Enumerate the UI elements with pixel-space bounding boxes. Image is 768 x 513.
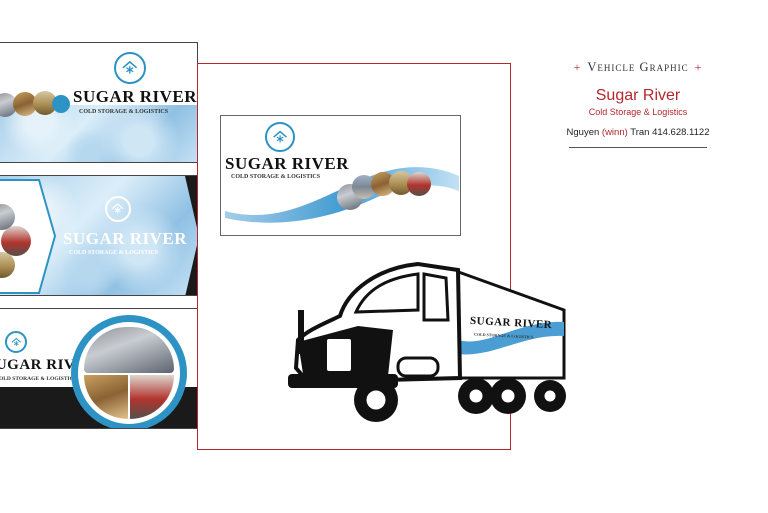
truck-illustration (288, 261, 566, 422)
ice-texture (0, 105, 197, 162)
plus-ornament-icon: + (694, 60, 703, 74)
brand-name: SUGAR RIVER (225, 154, 350, 173)
design-option-center: SUGAR RIVER COLD STORAGE & LOGISTICS (220, 115, 461, 236)
logo-badge (105, 196, 131, 222)
brand-name: SUGAR RIVER (63, 229, 188, 248)
photo-warehouse (0, 204, 15, 230)
design-option-2: SUGAR RIVER COLD STORAGE & LOGISTICS (0, 175, 198, 296)
fuel-tank (396, 356, 440, 378)
grille (325, 337, 353, 373)
logo-badge (265, 122, 295, 152)
logo-badge (5, 331, 27, 353)
snowflake-house-icon (112, 203, 124, 214)
accent-circle (52, 95, 70, 113)
snowflake-house-icon (122, 61, 138, 74)
header-subtitle: Cold Storage & Logistics (588, 107, 688, 117)
photo-field (0, 252, 15, 278)
header-brand: Sugar River (595, 87, 681, 104)
vehicle-graphic-title: + Vehicle Graphic + (558, 60, 718, 75)
brand-tagline: COLD STORAGE & LOGISTICS (231, 174, 321, 180)
windshield (353, 272, 420, 314)
trailer-wave (458, 321, 564, 355)
side-window (422, 272, 450, 322)
logo-badge (114, 52, 146, 84)
brand-tagline: COLD STORAGE & LOGISTICS (69, 250, 159, 256)
design-option-3: SUGAR RIVER COLD STORAGE & LOGISTICS (0, 308, 198, 429)
brand-name: SUGAR RIVER (73, 87, 198, 106)
contact-nickname: (winn) (601, 127, 628, 138)
photo-warehouse (0, 93, 17, 117)
photo-truck (1, 226, 31, 256)
design-option-1: SUGAR RIVER COLD STORAGE & LOGISTICS (0, 42, 198, 163)
header-divider (569, 147, 707, 148)
header-block: + Vehicle Graphic + Sugar River Cold Sto… (558, 60, 718, 148)
contact-first-name: Nguyen (566, 127, 600, 138)
brand-tagline: COLD STORAGE & LOGISTICS (0, 376, 77, 382)
title-text: Vehicle Graphic (587, 60, 689, 74)
contact-name-phone: Tran 414.628.1122 (630, 127, 710, 138)
brand-tagline: COLD STORAGE & LOGISTICS (79, 109, 169, 115)
exhaust-stack (298, 310, 304, 354)
snowflake-house-icon (273, 130, 287, 143)
plus-ornament-icon: + (573, 60, 582, 74)
contact-line: Nguyen (winn) Tran 414.628.1122 (558, 127, 718, 138)
snowflake-house-icon (11, 337, 21, 346)
photo-truck (407, 172, 431, 196)
